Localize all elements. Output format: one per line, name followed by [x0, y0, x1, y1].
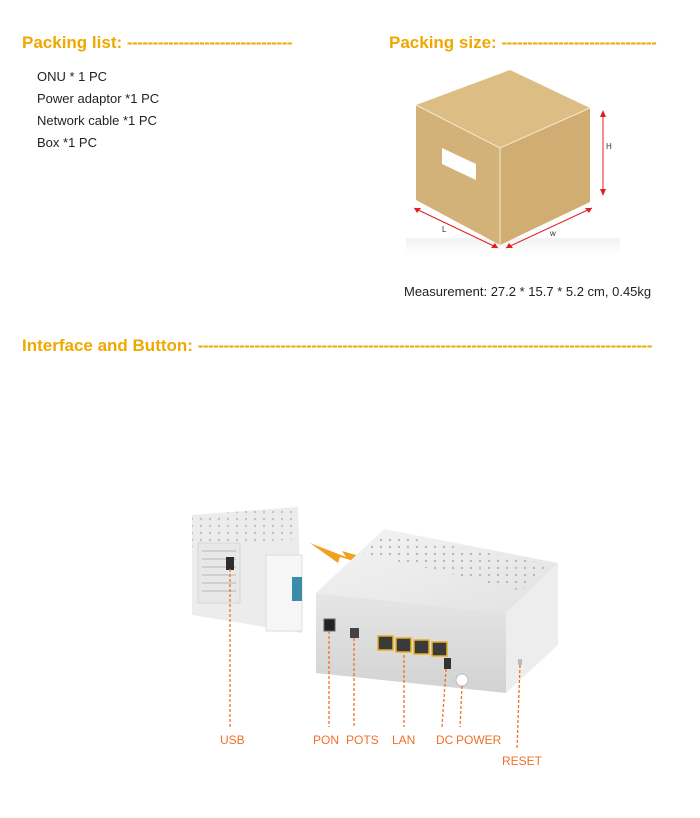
packing-item: Network cable *1 PC	[37, 113, 157, 128]
reset-button	[518, 659, 522, 665]
packing-size-dashes: ------------------------------	[501, 33, 657, 52]
label-power: POWER	[456, 733, 502, 747]
dim-label-height: H	[606, 142, 612, 151]
dim-label-length: L	[442, 225, 447, 234]
box-shadow	[406, 238, 620, 254]
interface-title: Interface and Button:	[22, 336, 193, 355]
onu-device	[316, 529, 558, 693]
packing-item: Power adaptor *1 PC	[37, 91, 160, 106]
callout-reset	[516, 664, 521, 750]
pots-port	[350, 628, 359, 638]
onu-device-illustration: USB PON POTS LAN DC POWER RESET	[192, 507, 558, 768]
interface-heading: Interface and Button: ------------------…	[22, 336, 652, 356]
usb-side-zoom	[192, 507, 303, 633]
box-front-face	[416, 105, 500, 245]
arrow-head	[585, 208, 592, 213]
interface-dashes: ----------------------------------------…	[197, 336, 653, 355]
packing-item: ONU * 1 PC	[37, 69, 108, 84]
box-top-face	[416, 70, 590, 148]
packing-list: ONU * 1 PC Power adaptor *1 PC Network c…	[37, 66, 159, 154]
power-button	[455, 673, 469, 687]
lan-port-4	[431, 641, 448, 657]
packing-item: Box *1 PC	[37, 135, 97, 150]
arrow-width	[505, 207, 593, 249]
box-handle	[442, 148, 476, 180]
box-illustration: L w H	[406, 70, 620, 254]
usb-port	[226, 557, 234, 570]
arrow-head	[600, 110, 606, 117]
arrow-head	[414, 208, 421, 213]
label-pots: POTS	[346, 733, 379, 747]
lan-port-2	[395, 637, 412, 653]
box-right-face	[500, 108, 590, 245]
label-dc: DC	[436, 733, 454, 747]
arrow-head	[600, 189, 606, 196]
packing-size-title: Packing size:	[389, 33, 497, 52]
pon-port	[323, 618, 336, 632]
arrow-length	[413, 207, 499, 249]
arrow-head	[506, 243, 513, 248]
label-reset: RESET	[502, 754, 543, 768]
dim-label-width: w	[549, 229, 556, 238]
callout-power	[459, 685, 463, 728]
packing-list-title: Packing list:	[22, 33, 123, 52]
packing-list-heading: Packing list: --------------------------…	[22, 33, 293, 53]
label-lan: LAN	[392, 733, 415, 747]
arrow-head	[491, 243, 498, 248]
pointer-arrow	[310, 543, 356, 563]
lan-port-3	[413, 639, 430, 655]
packing-list-dashes: --------------------------------	[126, 33, 293, 52]
measurement-text: Measurement: 27.2 * 15.7 * 5.2 cm, 0.45k…	[404, 284, 652, 299]
dc-port	[444, 658, 451, 669]
packing-size-heading: Packing size: --------------------------…	[389, 33, 657, 53]
lan-port-1	[377, 635, 394, 651]
label-pon: PON	[313, 733, 339, 747]
label-usb: USB	[220, 733, 245, 747]
